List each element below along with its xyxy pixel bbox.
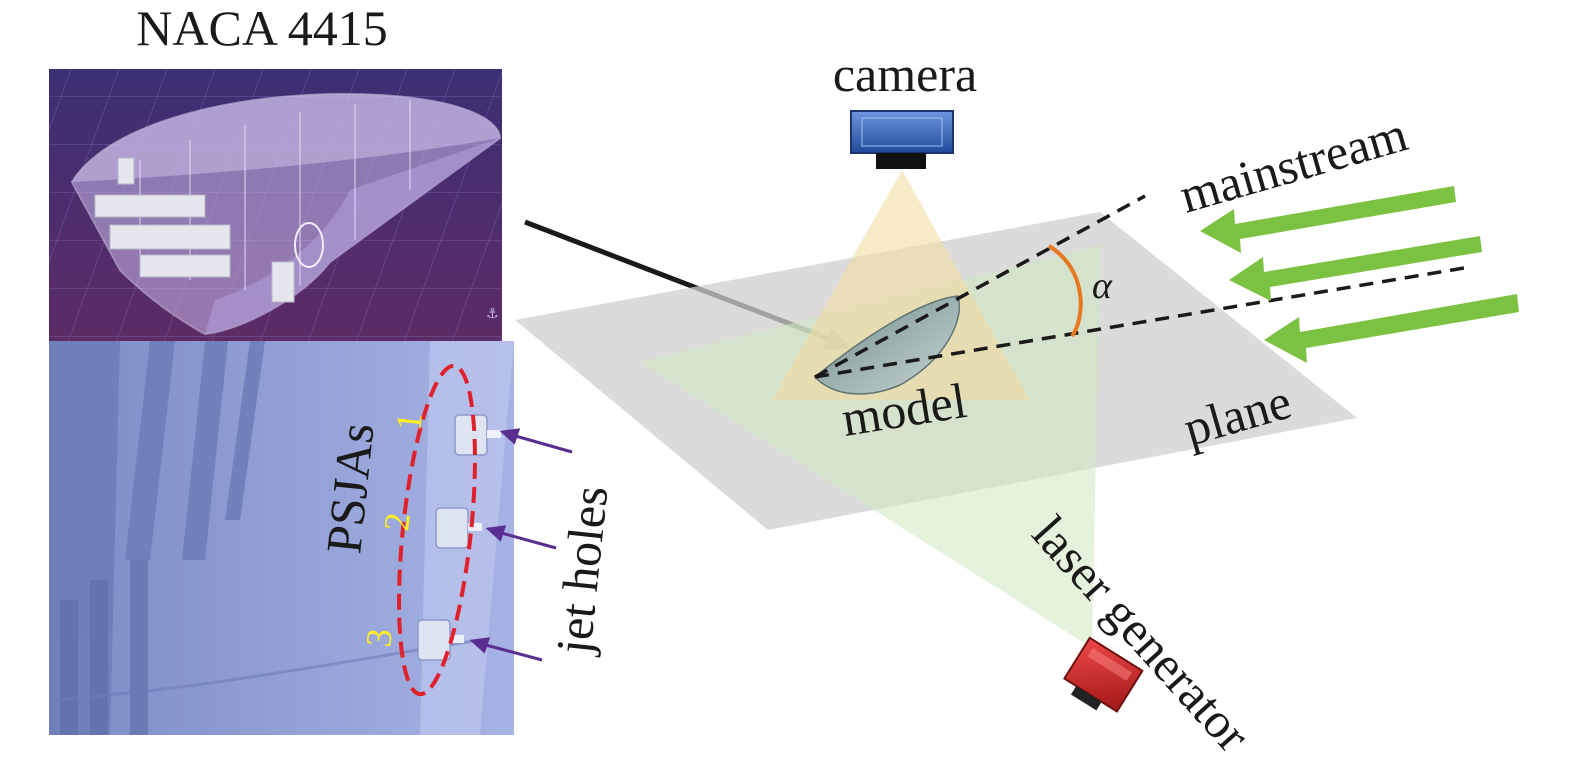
actuator-number-2: 2 — [376, 511, 418, 533]
camera-label: camera — [833, 46, 977, 102]
angle-reference-lines — [814, 194, 1471, 379]
psja-outline — [397, 363, 477, 697]
airfoil-render-panel: ⚓ — [49, 69, 502, 341]
actuator-number-3: 3 — [358, 627, 400, 649]
laser-generator-icon — [1062, 636, 1144, 713]
actuator-number-1: 1 — [388, 411, 430, 433]
psjas-label: PSJAs — [315, 420, 384, 556]
jet-holes-label: jet holes — [545, 483, 618, 658]
angle-arc — [1047, 244, 1083, 338]
camera-icon — [850, 110, 954, 169]
camera-field-of-view — [772, 170, 1030, 400]
anchor-icon: ⚓ — [486, 306, 499, 322]
alpha-label: α — [1092, 265, 1113, 307]
mainstream-arrows — [1200, 186, 1519, 363]
laser-generator-label: laser generator — [1022, 505, 1262, 762]
actuator-closeup-panel: 1 2 3 PSJAs — [48, 341, 573, 735]
jet-hole-arrows — [469, 428, 573, 662]
airfoil-title: NACA 4415 — [136, 0, 387, 56]
